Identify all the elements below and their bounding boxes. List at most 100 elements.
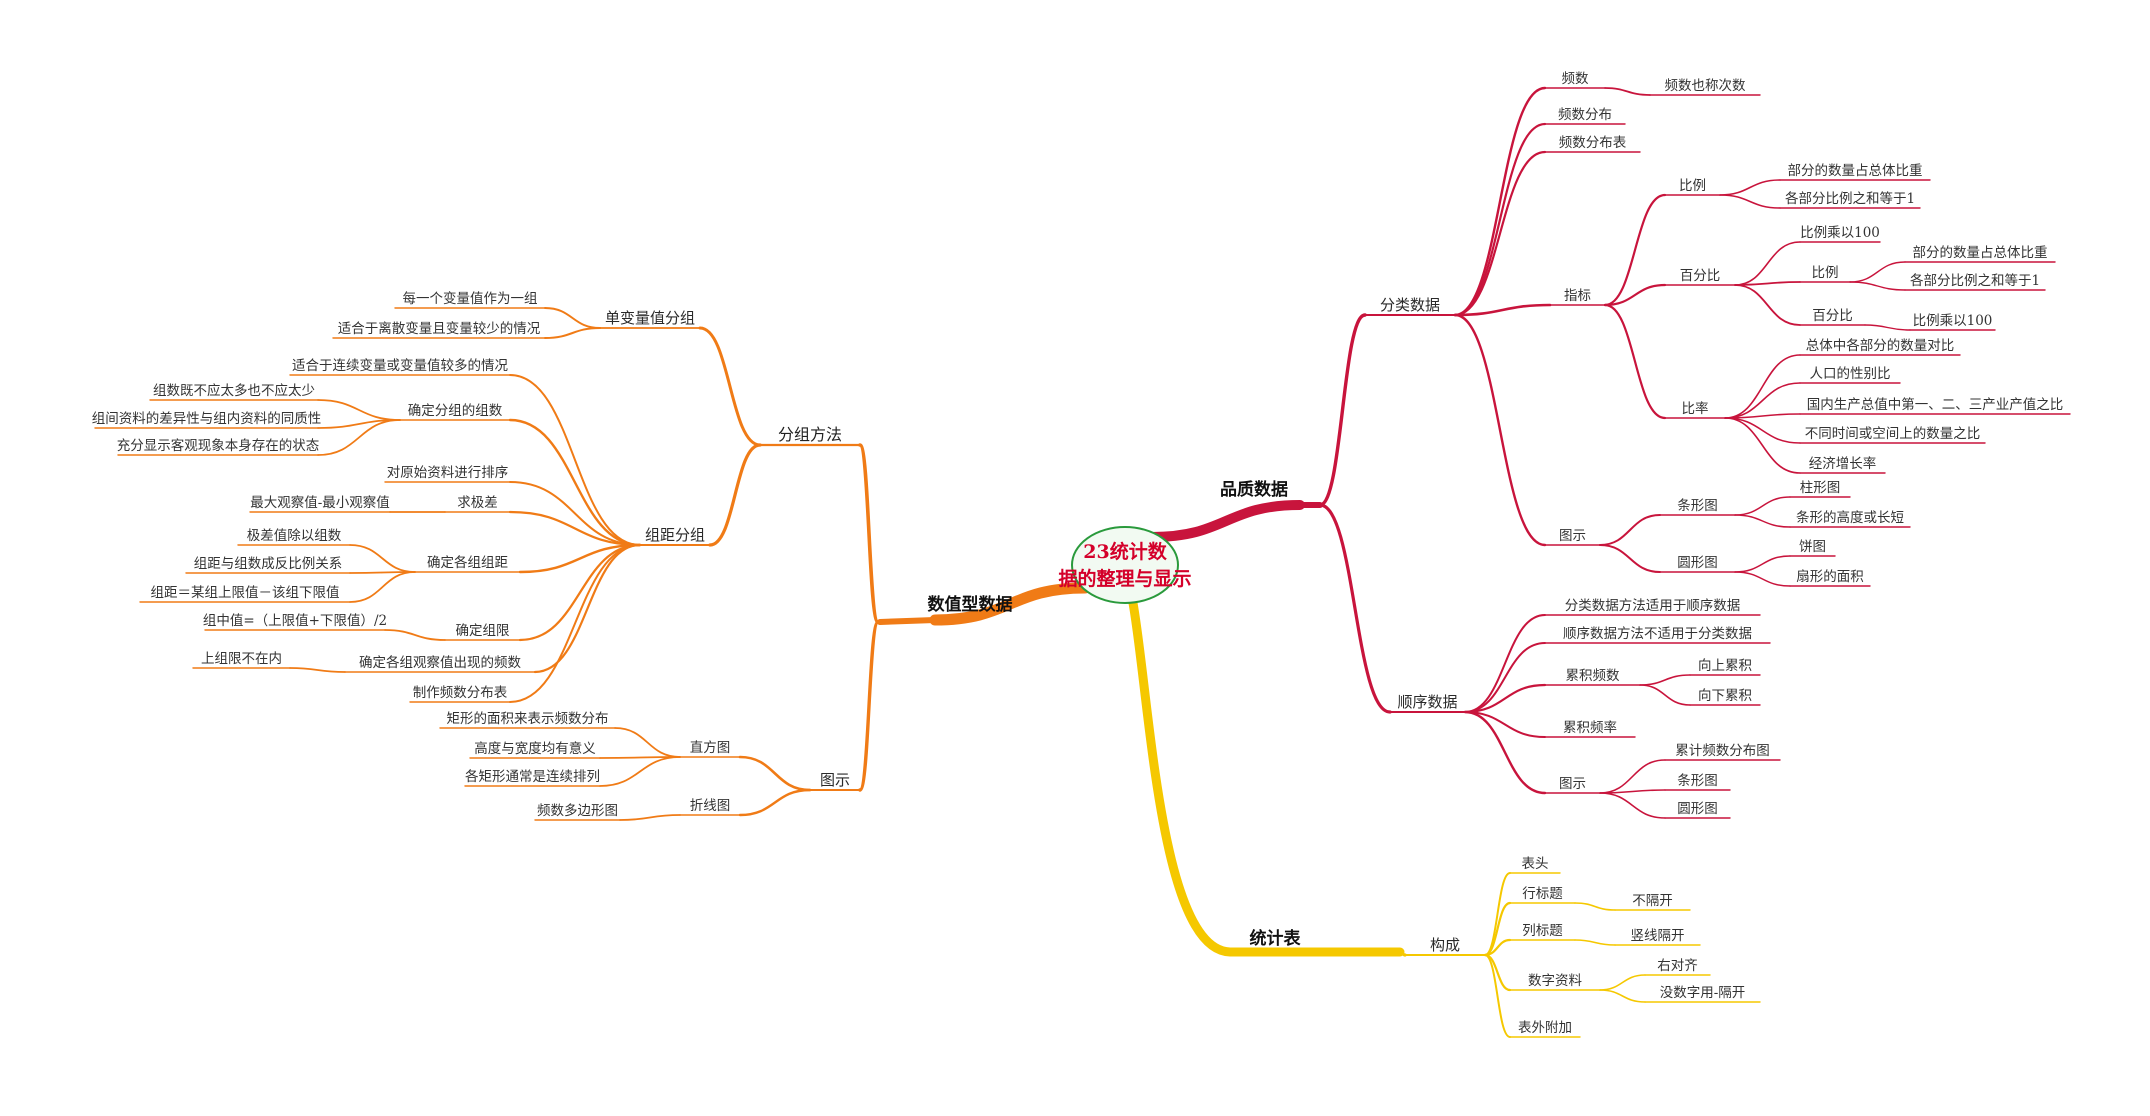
sv-item-1[interactable]: 适合于离散变量且变量较少的情况 (338, 320, 541, 337)
freq-table[interactable]: 制作频数分布表 (413, 685, 508, 701)
categorical-graph[interactable]: 图示 (1559, 528, 1586, 544)
polygon-item-link (619, 814, 681, 821)
pp-item-1-link (1849, 281, 1906, 291)
bar-item-1[interactable]: 条形的高度或长短 (1796, 509, 1904, 526)
percent-definition[interactable]: 比例乘以100 (1800, 225, 1880, 241)
ratio-item-3[interactable]: 不同时间或空间上的数量之比 (1805, 426, 1981, 442)
main-branch-table[interactable]: 统计表 (1250, 928, 1302, 949)
hist-item-1[interactable]: 高度与宽度均有意义 (474, 740, 596, 757)
bar-item-0[interactable]: 柱形图 (1800, 480, 1841, 496)
pp-percent-item[interactable]: 比例乘以100 (1913, 313, 1993, 329)
width-item-1[interactable]: 组距与组数成反比例关系 (194, 556, 343, 572)
interval-sort[interactable]: 对原始资料进行排序 (387, 465, 509, 481)
col-title-note[interactable]: 竖线隔开 (1631, 928, 1685, 944)
categorical-data-link (1318, 313, 1367, 507)
ratio-item-0[interactable]: 总体中各部分的数量对比 (1806, 338, 1955, 354)
proportion[interactable]: 比例 (1679, 178, 1706, 194)
grouping-method[interactable]: 分组方法 (778, 425, 842, 444)
ordinal-item-1[interactable]: 顺序数据方法不适用于分类数据 (1563, 626, 1752, 642)
data-item-1[interactable]: 没数字用-隔开 (1660, 985, 1746, 1001)
freq-table-q[interactable]: 频数分布表 (1559, 135, 1627, 151)
cumfreq-item-0[interactable]: 向上累积 (1698, 658, 1752, 674)
freq[interactable]: 频数 (1562, 71, 1590, 87)
cumrate-link (1464, 711, 1546, 738)
ratio-item-4[interactable]: 经济增长率 (1809, 455, 1877, 472)
table-header[interactable]: 表头 (1522, 856, 1549, 872)
interval-grouping-link (708, 443, 762, 547)
range[interactable]: 求极差 (457, 495, 498, 511)
percent-percent[interactable]: 百分比 (1812, 308, 1853, 324)
pie-item-1-link (1734, 571, 1791, 587)
freq-table-q-link (1453, 150, 1547, 317)
polygon[interactable]: 折线图 (690, 798, 731, 814)
pp-item-1[interactable]: 各部分比例之和等于1 (1910, 272, 2040, 289)
gc-item-2[interactable]: 充分显示客观现象本身存在的状态 (117, 437, 320, 454)
pie-graph-link (1599, 544, 1661, 573)
center-node[interactable]: 23统计数 据的整理与显示 (1058, 526, 1192, 604)
histogram[interactable]: 直方图 (690, 740, 731, 756)
group-limits[interactable]: 确定组限 (456, 623, 510, 639)
branch-lines (94, 86, 2071, 1038)
data-values[interactable]: 数字资料 (1528, 973, 1582, 989)
indicator[interactable]: 指标 (1564, 288, 1591, 304)
row-title-note[interactable]: 不隔开 (1632, 893, 1673, 909)
group-count-link (508, 418, 642, 547)
interval-grouping[interactable]: 组距分组 (645, 526, 705, 544)
cumrate[interactable]: 累积频率 (1563, 719, 1617, 736)
ratio-item-2[interactable]: 国内生产总值中第一、二、三产业产值之比 (1807, 396, 2064, 413)
percent-proportion[interactable]: 比例 (1812, 265, 1839, 281)
ratio-item-0-link (1724, 354, 1801, 419)
center-title-line2: 据的整理与显示 (1058, 567, 1191, 590)
gc-item-0[interactable]: 组数既不应太多也不应太少 (153, 382, 315, 399)
table-extra[interactable]: 表外附加 (1518, 1020, 1572, 1036)
width-item-0[interactable]: 极差值除以组数 (247, 528, 342, 544)
categorical-data[interactable]: 分类数据 (1380, 296, 1440, 314)
main-branch-numeric[interactable]: 数值型数据 (928, 594, 1013, 615)
freq-note[interactable]: 频数也称次数 (1665, 78, 1746, 94)
pie-graph[interactable]: 圆形图 (1677, 555, 1718, 571)
og-item-2-link (1599, 792, 1666, 819)
range-item[interactable]: 最大观察值-最小观察值 (250, 494, 390, 511)
og-item-2[interactable]: 圆形图 (1677, 801, 1718, 817)
row-title[interactable]: 行标题 (1522, 886, 1563, 902)
main-branch-quality[interactable]: 品质数据 (1220, 479, 1288, 500)
sv-item-0[interactable]: 每一个变量值作为一组 (403, 291, 538, 307)
pp-item-0[interactable]: 部分的数量占总体比重 (1913, 245, 2048, 261)
cumfreq-item-1[interactable]: 向下累积 (1698, 688, 1752, 704)
data-item-0[interactable]: 右对齐 (1657, 958, 1698, 974)
group-width-link (518, 543, 642, 574)
interval-suitable[interactable]: 适合于连续变量或变量值较多的情况 (292, 357, 508, 374)
ratio-item-1[interactable]: 人口的性别比 (1810, 366, 1891, 382)
width-item-2[interactable]: 组距＝某组上限值－该组下限值 (151, 585, 340, 601)
pie-item-0[interactable]: 饼图 (1799, 539, 1826, 555)
bar-graph[interactable]: 条形图 (1677, 497, 1718, 514)
limits-item[interactable]: 组中值=（上限值+下限值）/2 (203, 613, 387, 629)
polygon-item[interactable]: 频数多边形图 (537, 802, 618, 819)
ordinal-graph[interactable]: 图示 (1559, 776, 1586, 792)
percent[interactable]: 百分比 (1680, 268, 1721, 284)
og-item-0[interactable]: 累计频数分布图 (1675, 743, 1770, 759)
hist-item-2[interactable]: 各矩形通常是连续排列 (465, 769, 600, 785)
single-value-grouping[interactable]: 单变量值分组 (605, 309, 695, 327)
col-title[interactable]: 列标题 (1522, 923, 1563, 939)
cumfreq-item-0-link (1639, 674, 1691, 686)
group-count[interactable]: 确定分组的组数 (408, 403, 503, 419)
compose[interactable]: 构成 (1430, 936, 1460, 954)
prop-item-1[interactable]: 各部分比例之和等于1 (1785, 190, 1915, 207)
prop-item-0[interactable]: 部分的数量占总体比重 (1788, 163, 1923, 179)
cumfreq[interactable]: 累积频数 (1566, 668, 1620, 684)
freq-dist[interactable]: 频数分布 (1558, 107, 1612, 123)
ordinal-item-0[interactable]: 分类数据方法适用于顺序数据 (1565, 598, 1741, 614)
gc-item-1[interactable]: 组间资料的差异性与组内资料的同质性 (92, 411, 322, 427)
ordinal-data[interactable]: 顺序数据 (1397, 693, 1457, 711)
ratio[interactable]: 比率 (1682, 400, 1709, 417)
freq-item[interactable]: 上组限不在内 (201, 651, 282, 667)
hist-item-0[interactable]: 矩形的面积来表示频数分布 (447, 711, 609, 727)
table-trunk (1128, 598, 1405, 957)
pie-item-1[interactable]: 扇形的面积 (1796, 569, 1864, 585)
limits-item-link (384, 629, 446, 641)
numeric-graph[interactable]: 图示 (820, 771, 850, 789)
group-width[interactable]: 确定各组组距 (427, 555, 508, 571)
group-freq[interactable]: 确定各组观察值出现的频数 (359, 654, 521, 671)
og-item-1[interactable]: 条形图 (1677, 772, 1718, 789)
